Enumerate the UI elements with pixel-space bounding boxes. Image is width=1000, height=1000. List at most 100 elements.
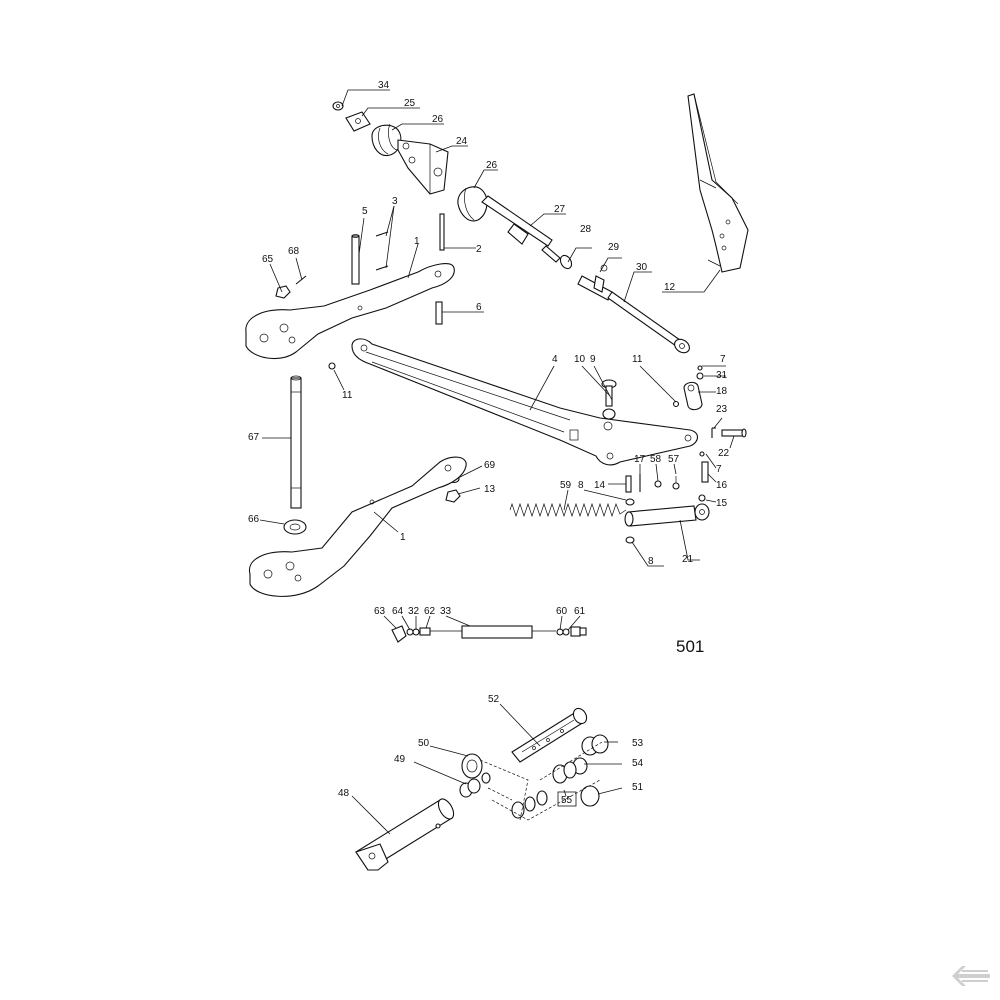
callout-58: 58 (650, 454, 662, 465)
part-4-arm (351, 338, 699, 466)
callout-54: 54 (632, 758, 644, 769)
callout-27: 27 (554, 204, 566, 215)
part-24-bracket (397, 139, 449, 195)
callout-62: 62 (424, 606, 436, 617)
callout-26-upper: 26 (432, 114, 444, 125)
part-48-cylinder-barrel (355, 798, 455, 871)
callout-9: 9 (590, 354, 596, 365)
callout-69: 69 (484, 460, 496, 471)
callout-22: 22 (718, 448, 730, 459)
callout-2: 2 (476, 244, 482, 255)
part-8-washer-lower (625, 536, 635, 544)
part-29-pin (577, 264, 613, 301)
part-27-shaft (481, 195, 561, 263)
callout-57: 57 (668, 454, 680, 465)
callout-64: 64 (392, 606, 404, 617)
part-11-grease-nipple (328, 362, 336, 370)
callout-13: 13 (484, 484, 496, 495)
callout-63: 63 (374, 606, 386, 617)
callout-26-lower: 26 (486, 160, 498, 171)
callout-66: 66 (248, 514, 260, 525)
part-1-link-upper (245, 263, 455, 360)
part-21-cylinder (624, 503, 710, 527)
part-5-pin (351, 234, 360, 285)
part-13-nut (445, 489, 461, 503)
part-14-pin (625, 475, 632, 493)
callout-25: 25 (404, 98, 416, 109)
callout-8-upper: 8 (578, 480, 584, 491)
callout-11-left: 11 (342, 390, 353, 401)
part-18-pivot (683, 381, 703, 411)
callout-21: 21 (682, 554, 694, 565)
figure-number: 501 (676, 637, 704, 656)
part-67-shaft (290, 375, 302, 509)
part-30-rod (607, 291, 690, 354)
callout-3: 3 (392, 196, 398, 207)
callout-55-box: 55 (557, 791, 577, 807)
callout-28: 28 (580, 224, 592, 235)
part-51-ring (580, 785, 600, 807)
assembly-guide-lines (479, 741, 603, 821)
part-66-bushing (283, 519, 307, 535)
callout-29: 29 (608, 242, 620, 253)
callout-55: 55 (561, 795, 573, 806)
callout-61: 61 (574, 606, 586, 617)
part-50-gland (461, 753, 491, 784)
callout-5: 5 (362, 206, 368, 217)
callout-65: 65 (262, 254, 274, 265)
part-7-split-pin-upper (697, 365, 703, 371)
callout-33: 33 (440, 606, 452, 617)
part-15-clevis (698, 494, 706, 502)
callout-51: 51 (632, 782, 644, 793)
callout-14: 14 (594, 480, 606, 491)
part-53-seal (581, 734, 609, 756)
part-55-seal-kit (511, 761, 577, 819)
callout-labels: 34 25 26 24 26 27 28 29 30 12 5 3 2 1 68… (248, 80, 730, 807)
part-11-grease-nipple-right (672, 400, 680, 408)
part-26-rubber-block-lower (457, 186, 488, 222)
callout-23: 23 (716, 404, 728, 415)
callout-59: 59 (560, 480, 572, 491)
part-58-nipple (654, 480, 662, 488)
part-33-rod-assembly (391, 625, 587, 643)
callout-7-upper: 7 (720, 354, 726, 365)
callout-24: 24 (456, 136, 468, 147)
callout-60: 60 (556, 606, 568, 617)
callout-50: 50 (418, 738, 430, 749)
callout-10: 10 (574, 354, 586, 365)
callout-18: 18 (716, 386, 728, 397)
part-1-link-lower (248, 456, 467, 597)
part-28-circlip (559, 254, 573, 270)
callout-8-lower: 8 (648, 556, 654, 567)
callout-6: 6 (476, 302, 482, 313)
callout-17: 17 (634, 454, 646, 465)
part-22-pin (721, 428, 747, 438)
callout-48: 48 (338, 788, 350, 799)
part-23-clip (711, 427, 716, 438)
callout-1-upper: 1 (414, 236, 420, 247)
part-16-pin (701, 461, 709, 483)
part-59-spring (509, 502, 627, 518)
callout-11-right: 11 (632, 354, 643, 365)
callout-1-lower: 1 (400, 532, 406, 543)
callout-31: 31 (716, 370, 728, 381)
callout-32: 32 (408, 606, 420, 617)
callout-30: 30 (636, 262, 648, 273)
part-7-split-pin-lower (699, 451, 705, 457)
part-34-washer (332, 101, 344, 111)
part-6-pin (435, 301, 443, 325)
callout-34: 34 (378, 80, 390, 91)
leader-lines (259, 89, 735, 835)
part-8-washer-upper (625, 498, 635, 506)
part-65-nut (275, 285, 291, 299)
part-26-rubber-block-upper (371, 123, 402, 157)
part-52-piston-rod (511, 707, 588, 763)
part-25-plate (345, 111, 371, 132)
callout-4: 4 (552, 354, 558, 365)
callout-53: 53 (632, 738, 644, 749)
callout-7-lower: 7 (716, 464, 722, 475)
part-12-lever (687, 93, 749, 273)
part-10-bushing (602, 408, 616, 420)
part-49-piston (459, 778, 481, 798)
